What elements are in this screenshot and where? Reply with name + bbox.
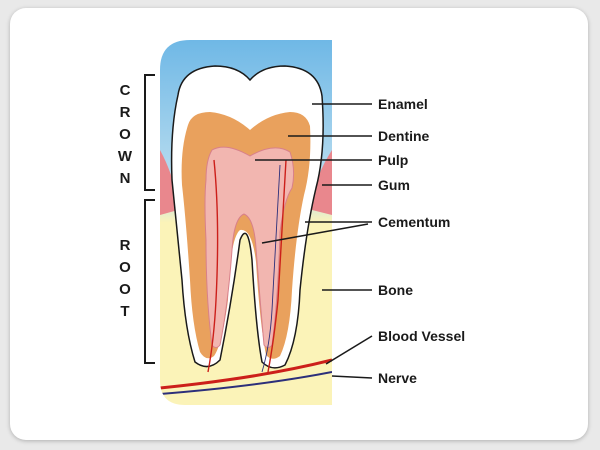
label-cementum: Cementum	[378, 214, 450, 230]
gum-shape-right	[312, 150, 332, 215]
pulp-vessel-right	[267, 159, 287, 373]
blood-vessel-line	[160, 358, 332, 390]
crown-letter-4: W	[118, 148, 133, 165]
label-dentine: Dentine	[378, 128, 430, 144]
label-gum: Gum	[378, 177, 410, 193]
label-blood-vessel: Blood Vessel	[378, 328, 465, 344]
label-nerve: Nerve	[378, 370, 417, 386]
crown-letter-1: C	[120, 82, 131, 99]
crown-letter-3: O	[119, 126, 131, 143]
root-letter-2: O	[119, 259, 131, 276]
blood-vessel-leader	[325, 335, 373, 365]
root-letter-1: R	[120, 237, 131, 254]
pulp-nerve-right	[261, 164, 281, 373]
root-bracket	[144, 199, 155, 364]
nerve-leader	[331, 375, 373, 379]
root-letter-4: T	[120, 303, 129, 320]
root-letter-3: O	[119, 281, 131, 298]
crown-letter-5: N	[120, 170, 131, 187]
label-pulp: Pulp	[378, 152, 408, 168]
label-enamel: Enamel	[378, 96, 428, 112]
crown-bracket	[144, 74, 155, 191]
pulp-vessel-left	[207, 159, 219, 373]
cementum-leader-2	[261, 223, 369, 244]
nerve-line	[160, 371, 332, 395]
label-bone: Bone	[378, 282, 413, 298]
pulp-shape	[204, 146, 295, 348]
crown-letter-2: R	[120, 104, 131, 121]
